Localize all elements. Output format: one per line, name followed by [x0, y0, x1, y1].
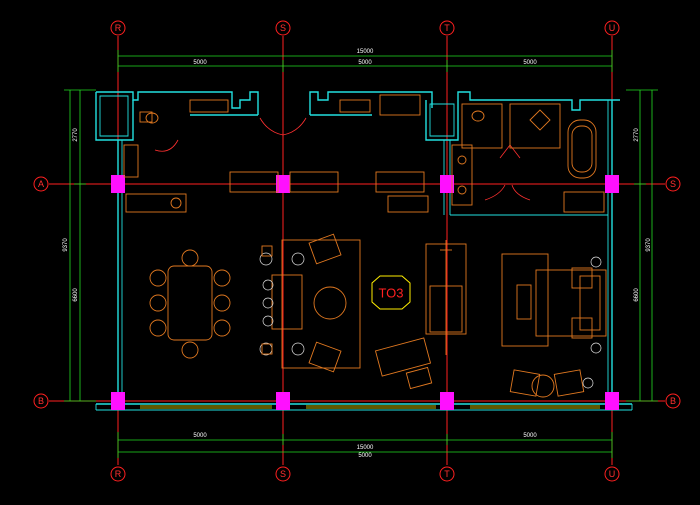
dimension-right: 2770 9370 6600: [626, 89, 658, 402]
room-label-text: TO3: [378, 286, 403, 301]
dimension-top: 15000 5000 5000 5000: [117, 49, 613, 72]
column: [605, 175, 619, 193]
bedroom: [501, 253, 607, 398]
dim-left-overall: 9370: [63, 238, 69, 252]
living-area: [259, 233, 433, 390]
dim-right-bottom: 6600: [634, 288, 640, 302]
grid-bubbles-sides: A B S B: [33, 176, 681, 409]
column: [276, 392, 290, 410]
dim-right-top: 2770: [634, 128, 640, 142]
dim-left-top: 2770: [73, 128, 79, 142]
grid-bubble-top-1: R: [115, 23, 122, 33]
dim-bottom-overall: 15000: [357, 445, 374, 451]
dim-right-overall: 9370: [646, 238, 652, 252]
dim-bottom-right: 5000: [523, 433, 537, 439]
dimension-bottom: 5000 5000 15000 5000: [117, 432, 613, 459]
tv-partition: [425, 240, 467, 355]
columns: [111, 175, 619, 410]
column: [111, 175, 125, 193]
grid-bubbles-bottom: R S T U: [110, 466, 620, 482]
grid-bubble-bottom-4: U: [609, 469, 616, 479]
column: [111, 392, 125, 410]
grid-bubble-right-2: B: [670, 396, 676, 406]
dining-set: [149, 249, 231, 359]
grid-bubble-bottom-1: R: [115, 469, 122, 479]
fixtures: [123, 94, 605, 213]
grid-bubble-right-1: S: [670, 179, 676, 189]
dim-top-overall: 15000: [357, 49, 374, 55]
grid-bubble-top-3: T: [444, 23, 450, 33]
column: [605, 392, 619, 410]
dimension-left: 2770 9370 6600: [63, 89, 96, 402]
column: [440, 175, 454, 193]
dim-left-bottom: 6600: [73, 288, 79, 302]
grid-bubble-bottom-3: T: [444, 469, 450, 479]
dim-top-middle: 5000: [358, 60, 372, 66]
grid-bubble-left-2: B: [38, 396, 44, 406]
dim-top-right: 5000: [523, 60, 537, 66]
dim-top-left: 5000: [193, 60, 207, 66]
grid-bubble-top-2: S: [280, 23, 286, 33]
windows: [140, 405, 600, 409]
grid-bubble-left-1: A: [38, 179, 44, 189]
column: [440, 392, 454, 410]
column: [276, 175, 290, 193]
walls: [95, 91, 633, 411]
grid-bubble-top-4: U: [609, 23, 616, 33]
grid-bubble-bottom-2: S: [280, 469, 286, 479]
dim-bottom-middle: 5000: [358, 453, 372, 459]
doors: [154, 117, 531, 201]
dim-bottom-left: 5000: [193, 433, 207, 439]
room-label: TO3: [371, 275, 411, 310]
grid-bubbles-top: R S T U: [110, 20, 620, 36]
